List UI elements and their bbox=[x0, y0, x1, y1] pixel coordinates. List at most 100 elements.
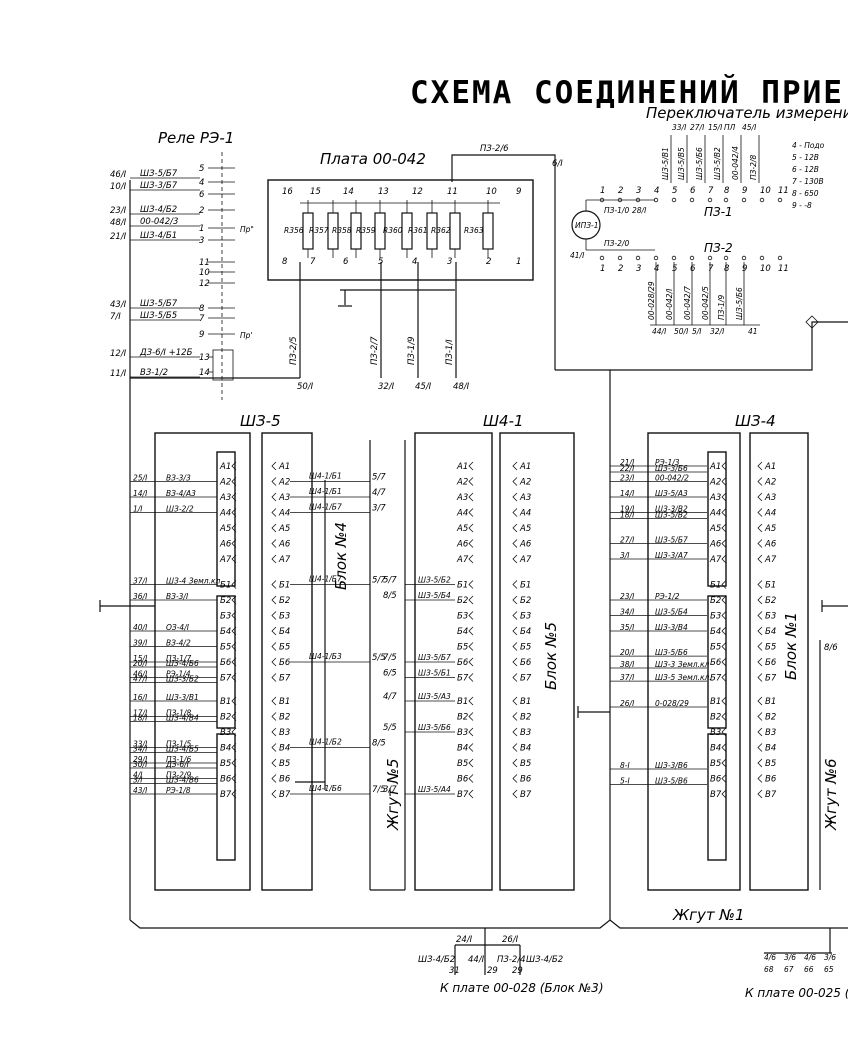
sh35-right-end: 5/7 bbox=[372, 473, 386, 483]
pin-label: Б6 bbox=[765, 658, 777, 668]
meter-link-3: ПЗ-2/0 bbox=[604, 239, 629, 248]
switch-top-end: 15/I bbox=[708, 123, 723, 132]
switch-top-label: 00-042/4 bbox=[731, 146, 740, 180]
pin-label: В7 bbox=[520, 790, 532, 800]
switch-top-end: 27/I bbox=[690, 123, 705, 132]
pin-label: Б2 bbox=[765, 596, 776, 606]
pin-label: Б3 bbox=[710, 612, 721, 622]
sh35-wire-label: РЭ-1/8 bbox=[166, 786, 191, 795]
sh35-wire-end: 47/I bbox=[133, 675, 148, 684]
relay-wire-end: 46/I bbox=[110, 170, 127, 180]
pin-label: А2 bbox=[219, 478, 231, 488]
pin-label: Б2 bbox=[520, 596, 531, 606]
pin-label: Б1 bbox=[220, 581, 231, 591]
br-group-pin: 67 bbox=[784, 965, 794, 974]
pin-label: В4 bbox=[765, 744, 776, 754]
switch-p1-pin: 3 bbox=[636, 186, 641, 196]
relay-wire-end: 43/I bbox=[110, 300, 127, 310]
sh35-right-end: 4/7 bbox=[372, 488, 386, 498]
sh35-wire-end: 1/I bbox=[133, 505, 143, 514]
pin-label: А7 bbox=[219, 555, 232, 565]
pin-label: Б5 bbox=[765, 643, 776, 653]
bl-label-2: ПЗ-2/4 bbox=[497, 955, 526, 965]
br-group-pin: 65 bbox=[824, 965, 834, 974]
pin-label: Б4 bbox=[710, 627, 721, 637]
pin-label: Б7 bbox=[710, 674, 722, 684]
relay-wire-end: 10/I bbox=[110, 182, 127, 192]
sh34-wire-end: 3/I bbox=[620, 551, 630, 560]
pin-label: А5 bbox=[519, 524, 531, 534]
bottom-left-connector: 24/I 26/I 44/I ШЗ-4/Б2 ПЗ-2/4 ШЗ-4/Б2 31… bbox=[418, 928, 604, 995]
sh35-wire-end: 40/I bbox=[133, 623, 148, 632]
sh35-wire-end: 14/I bbox=[133, 489, 148, 498]
board-down-wires: ПЗ-2/550/IПЗ-2/732/IПЗ-1/945/IПЗ-1/I48/I bbox=[289, 262, 470, 392]
resistor-label: R356 bbox=[284, 226, 304, 235]
switch-p2-name: ПЗ-2 bbox=[704, 241, 733, 255]
switch-p1-pin: 8 bbox=[724, 186, 730, 196]
sh34-wire-end: 22/I bbox=[620, 464, 635, 473]
sh34-wire-label: ШЗ-5/В6 bbox=[655, 777, 688, 786]
sh35-wire-label: ДЗ-6/I bbox=[165, 760, 190, 769]
pin-label: А5 bbox=[219, 524, 231, 534]
sh34-wire-end: 19/I bbox=[620, 505, 635, 514]
pin-label: Б1 bbox=[710, 581, 721, 591]
bl-pin-2: 29 bbox=[487, 966, 498, 976]
sh34-wire-label: ШЗ-5/В2 bbox=[655, 511, 688, 520]
sh34-wire-label: ШЗ-5 Земл.кл. bbox=[655, 673, 712, 682]
pin-label: А6 bbox=[456, 540, 469, 550]
sh34-harness6: Жгут №6 bbox=[822, 758, 840, 831]
resistor-label: R359 bbox=[356, 226, 376, 235]
sh34-wire-label: РЭ-1/2 bbox=[655, 592, 680, 601]
board-bottom-pin: 7 bbox=[310, 257, 316, 267]
sh34-wire-label: ШЗ-5/А3 bbox=[655, 489, 688, 498]
sh35-wire-end: 33/I bbox=[133, 740, 148, 749]
switch-bottom-label: ПЗ-1/9 bbox=[717, 295, 726, 320]
relay-pin: 10 bbox=[199, 268, 210, 278]
pin-label: Б2 bbox=[457, 596, 468, 606]
pin-label: А2 bbox=[456, 478, 468, 488]
board-down-end: 32/I bbox=[378, 382, 395, 392]
pin-label: Б5 bbox=[710, 643, 721, 653]
sh35-wire-label: ШЗ-3/Б2 bbox=[166, 675, 199, 684]
pin-label: А5 bbox=[456, 524, 468, 534]
pin-label: В5 bbox=[710, 759, 721, 769]
relay-pin: 3 bbox=[199, 236, 204, 246]
relay-wire-label: 00-042/3 bbox=[140, 217, 178, 227]
pin-label: В6 bbox=[220, 775, 232, 785]
pin-label: Б6 bbox=[457, 658, 469, 668]
sh34-wire-end: 18/I bbox=[620, 511, 635, 520]
sh35-wire-label: ОЗ-4/I bbox=[166, 623, 190, 632]
sh41-name: Ш4-1 bbox=[483, 412, 524, 430]
pin-label: Б1 bbox=[279, 581, 290, 591]
pin-label: Б4 bbox=[279, 627, 290, 637]
sh35-block: Блок №4 bbox=[332, 522, 350, 590]
sh34-wire-end: 34/I bbox=[620, 608, 635, 617]
switch-p2-pin: 9 bbox=[742, 264, 747, 274]
meter-link-4: 41/I bbox=[570, 251, 585, 260]
relay-pin: 2 bbox=[199, 206, 204, 216]
pin-label: А6 bbox=[278, 540, 291, 550]
pin-label: В1 bbox=[457, 697, 468, 707]
relay-pin: 5 bbox=[199, 164, 204, 174]
sh35-wire-label: ПЗ-1/8 bbox=[166, 709, 191, 718]
pin-label: А1 bbox=[764, 462, 776, 472]
board-top-pin: 12 bbox=[412, 187, 423, 197]
board-top-pin: 10 bbox=[486, 187, 497, 197]
board-top-pin: 11 bbox=[447, 187, 458, 197]
sh41-wire-label: ШЗ-5/Б2 bbox=[418, 576, 451, 585]
meter-name: ИПЗ-1 bbox=[575, 221, 599, 230]
switch-title: Переключатель измерений bbox=[646, 104, 848, 122]
sh34-wire-end: 5-I bbox=[620, 777, 630, 786]
pin-label: В7 bbox=[457, 790, 469, 800]
pin-label: А6 bbox=[519, 540, 532, 550]
sh41-wire-label: ШЗ-5/Б7 bbox=[418, 653, 451, 662]
pin-label: А4 bbox=[764, 509, 776, 519]
sh34-wire-end: 27/I bbox=[620, 536, 635, 545]
sh35-wire-label: ШЗ-3/В1 bbox=[166, 693, 199, 702]
